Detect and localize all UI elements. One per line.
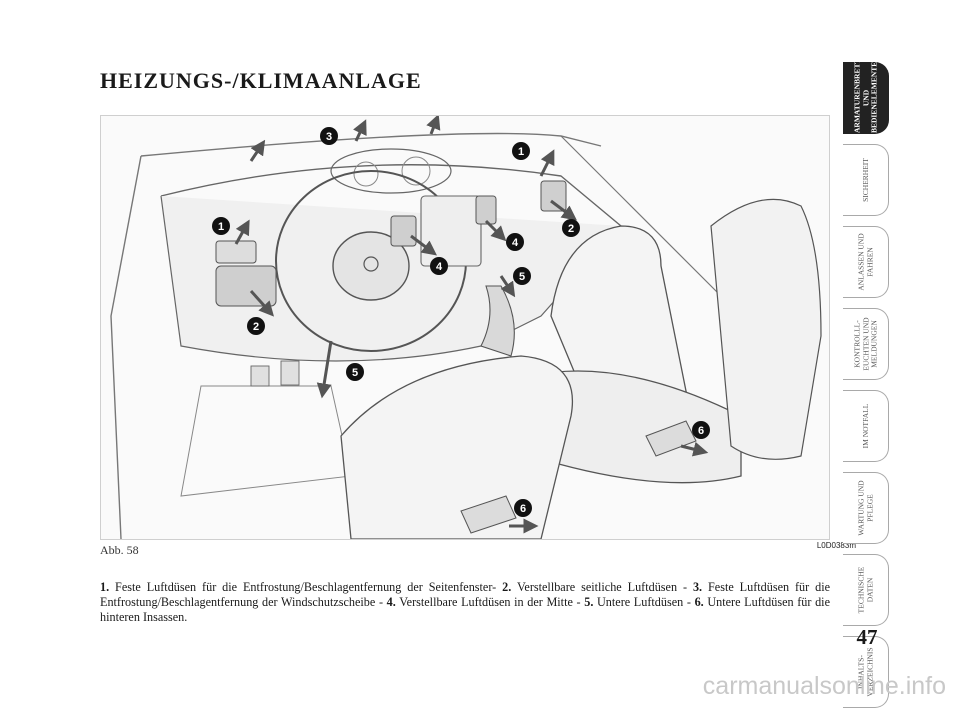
tab-label: ARMATURENBRETT UND BEDIENELEMENTE (851, 58, 878, 133)
svg-text:3: 3 (326, 131, 332, 143)
dashboard-top (160, 164, 662, 267)
legend-item-5: 5. Untere Luftdüsen - (584, 595, 695, 609)
vent-center-right (475, 195, 497, 225)
vent-center-left (390, 215, 417, 247)
airflow-arrow-rear-right (680, 441, 709, 457)
airflow-arrow-windshield-mid (353, 119, 367, 142)
page-number: 47 (856, 625, 878, 649)
windshield-frame (140, 132, 602, 157)
airflow-arrow-windshield-right (426, 116, 441, 135)
pedal-2 (280, 360, 300, 386)
gear-shift (480, 285, 515, 357)
callout-4-center: 4 (430, 257, 448, 275)
dashboard-illustration: 1 1 2 2 3 4 4 5 5 6 6 (100, 115, 830, 540)
callout-2-right: 2 (562, 219, 580, 237)
legend-item-3: 3. Feste Luftdüsen für die Entfrostung/B… (100, 580, 831, 609)
rear-duct-right (645, 420, 697, 457)
callout-5-left: 5 (346, 363, 364, 381)
airflow-arrow-lower-center (499, 275, 516, 298)
tab-kontrollleuchten[interactable]: KONTROLLL-EUCHTEN UND MELDUNGEN (843, 308, 889, 380)
callout-2-left: 2 (247, 317, 265, 335)
svg-text:4: 4 (436, 261, 443, 273)
legend-item-6: 6. Untere Luftdüsen für die hinteren Ins… (100, 595, 830, 624)
instrument-cluster (330, 148, 452, 194)
callout-6-right: 6 (692, 421, 710, 439)
driver-seat-back (340, 355, 573, 539)
gauge-right (401, 156, 431, 186)
svg-text:4: 4 (512, 237, 519, 249)
steering-logo (363, 256, 379, 272)
svg-text:1: 1 (218, 221, 224, 233)
callout-1-left: 1 (212, 217, 230, 235)
tab-anlassen[interactable]: ANLASSEN UND FAHREN (843, 226, 889, 298)
callout-6-left: 6 (514, 499, 532, 517)
tab-inhaltsverzeichnis[interactable]: INHALTS-VERZEICHNIS (843, 636, 889, 708)
floor-mat (180, 385, 352, 497)
airflow-arrow-side-left (234, 219, 250, 245)
watermark: carmanualsonline.info (702, 672, 946, 700)
callout-4-right: 4 (506, 233, 524, 251)
callout-5-right: 5 (513, 267, 531, 285)
tab-technische-daten[interactable]: TECHNISCHE DATEN (843, 554, 889, 626)
chapter-tabs: ARMATURENBRETT UND BEDIENELEMENTE SICHER… (843, 58, 889, 718)
tab-label: WARTUNG UND PFLEGE (856, 480, 874, 536)
legend-item-1: 1. Feste Luftdüsen für die Entfrostung/B… (100, 580, 503, 594)
dashboard-drawing: 1 1 2 2 3 4 4 5 5 6 6 (110, 116, 822, 539)
airflow-arrow-lower-left (316, 340, 333, 399)
a-pillar-right (560, 135, 742, 317)
vent-left-lower (215, 265, 277, 307)
page-title: HEIZUNGS-/KLIMAANLAGE (100, 68, 422, 93)
steering-hub (332, 231, 410, 301)
tab-wartung[interactable]: WARTUNG UND PFLEGE (843, 472, 889, 544)
svg-text:5: 5 (519, 271, 525, 283)
figure-caption: Abb. 58 (100, 543, 139, 557)
passenger-seat-cushion (530, 370, 742, 484)
gauge-left (353, 161, 379, 187)
tab-label: ANLASSEN UND FAHREN (856, 233, 874, 291)
tab-sicherheit[interactable]: SICHERHEIT (843, 144, 889, 216)
tab-label: IM NOTFALL (860, 403, 870, 449)
callout-3: 3 (320, 127, 338, 145)
airflow-arrow-center-2 (484, 219, 507, 242)
tab-notfall[interactable]: IM NOTFALL (843, 390, 889, 462)
tab-label: KONTROLLL-EUCHTEN UND MELDUNGEN (851, 317, 878, 371)
pedal-1 (250, 365, 270, 387)
callout-1-right: 1 (512, 142, 530, 160)
legend-paragraph: 1. Feste Luftdüsen für die Entfrostung/B… (100, 580, 830, 625)
airflow-arrow-adjustable-left (249, 289, 275, 317)
svg-text:5: 5 (352, 367, 358, 379)
svg-text:1: 1 (518, 146, 524, 158)
legend-item-2: 2. Verstellbare seitliche Luftdüsen - (502, 580, 693, 594)
rear-seat (710, 198, 822, 460)
a-pillar-left (110, 155, 142, 539)
center-console (420, 195, 482, 267)
svg-text:6: 6 (698, 425, 704, 437)
rear-duct-left (460, 495, 517, 534)
svg-text:6: 6 (520, 503, 526, 515)
vent-left-upper (215, 240, 257, 264)
tab-label: TECHNISCHE DATEN (856, 566, 874, 614)
tab-armaturenbrett[interactable]: ARMATURENBRETT UND BEDIENELEMENTE (843, 58, 889, 134)
airflow-arrow-windshield-left (249, 139, 266, 162)
legend-item-4: 4. Verstellbare Luftdüsen in der Mitte - (386, 595, 585, 609)
airflow-arrow-center-1 (410, 234, 437, 256)
airflow-arrow-adjustable-right (550, 199, 577, 221)
vent-right (540, 180, 567, 212)
svg-text:2: 2 (568, 223, 574, 235)
tab-label: SICHERHEIT (860, 158, 870, 202)
figure-code: L0D0383m (816, 541, 856, 550)
svg-text:2: 2 (253, 321, 259, 333)
airflow-arrow-side-right (539, 149, 555, 177)
